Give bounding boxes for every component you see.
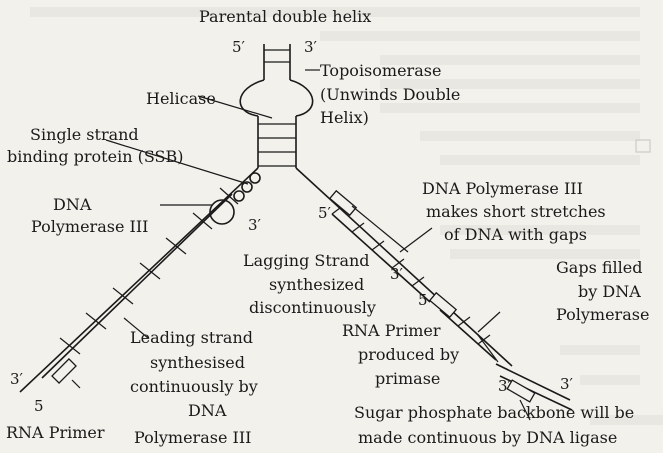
label-topo-3: Helix) (320, 108, 369, 127)
label-ssb-1: Single strand (30, 125, 139, 144)
label-topo-2: (Unwinds Double (320, 85, 460, 104)
label-lagging-2: synthesized (269, 275, 364, 294)
label-sugar-2: made continuous by DNA ligase (358, 428, 617, 447)
label-leading-4: DNA (188, 401, 227, 420)
label-pol3c-2: makes short stretches (426, 202, 606, 221)
prime-5-left: 5 (34, 397, 44, 415)
label-leading-3: continuously by (130, 377, 258, 396)
label-leading-5: Polymerase III (134, 428, 251, 447)
label-rnaprimer-1: RNA Primer (342, 321, 441, 340)
prime-3-left: 3′ (10, 370, 24, 388)
label-pol3c-1: DNA Polymerase III (422, 179, 583, 198)
label-leading-1: Leading strand (130, 328, 253, 347)
label-pol3-b: Polymerase III (31, 217, 148, 236)
label-topo-1: Topoisomerase (320, 61, 441, 80)
label-pol3-a: DNA (53, 195, 92, 214)
label-ssb-2: binding protein (SSB) (7, 147, 183, 166)
label-rnaprimer-3: primase (375, 369, 440, 388)
label-lagging-3: discontinuously (249, 298, 376, 317)
prime-3-right-1: 3′ (498, 377, 512, 395)
label-parental: Parental double helix (199, 7, 371, 26)
label-helicase: Helicase (146, 89, 216, 108)
label-sugar-1: Sugar phosphate backbone will be (354, 403, 634, 422)
label-lagging-1: Lagging Strand (243, 251, 370, 270)
prime-3-pol: 3′ (248, 216, 262, 234)
label-pol3c-3: of DNA with gaps (444, 225, 587, 244)
label-rna-primer: RNA Primer (6, 423, 105, 442)
prime-3-lag: 3′ (390, 265, 404, 283)
prime-3-right-2: 3′ (560, 375, 574, 393)
label-gaps-3: Polymerase (556, 305, 649, 324)
label-gaps-2: by DNA (578, 282, 641, 301)
label-rnaprimer-2: produced by (358, 345, 459, 364)
prime-3-top: 3′ (304, 38, 318, 56)
label-gaps-1: Gaps filled (556, 258, 642, 277)
prime-5-top: 5′ (232, 38, 246, 56)
prime-5-mid: 5 (418, 291, 428, 309)
label-leading-2: synthesised (150, 353, 245, 372)
prime-5-lag: 5′ (318, 204, 332, 222)
